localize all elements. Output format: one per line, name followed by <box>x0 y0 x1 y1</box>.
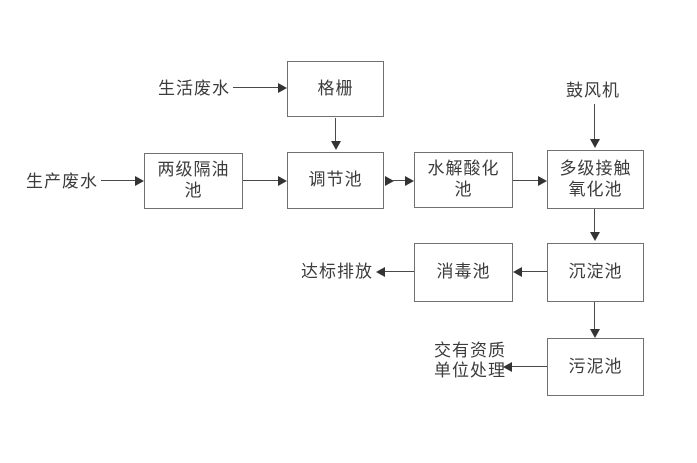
arrowhead-right-icon <box>135 176 144 186</box>
arrow-blower-to-oxidation <box>590 104 600 148</box>
node-grille: 格栅 <box>287 61 384 117</box>
arrowhead-right-icon <box>538 176 547 186</box>
node-sedimentation-tank: 沉淀池 <box>547 243 644 302</box>
node-contact-oxidation-tank: 多级接触氧化池 <box>547 150 644 209</box>
label-standard-discharge: 达标排放 <box>301 262 373 282</box>
arrowhead-down-icon <box>590 232 600 241</box>
arrowhead-right-icon <box>278 176 287 186</box>
arrow-grille-to-regulating <box>331 118 341 150</box>
arrowhead-left-icon <box>513 267 522 277</box>
arrow-domestic-to-grille <box>233 83 287 93</box>
arrowhead-right-icon <box>278 83 287 93</box>
arrow-sedimentation-to-disinfection <box>513 267 547 277</box>
label-qualified-unit-line2: 单位处理 <box>434 361 506 381</box>
arrow-oxidation-to-sedimentation <box>590 209 600 241</box>
arrowhead-down-icon <box>331 141 341 150</box>
arrow-sedimentation-to-sludge <box>590 302 600 338</box>
arrowhead-right-icon <box>405 176 414 186</box>
arrow-hydrolysis-to-oxidation <box>513 176 547 186</box>
arrowhead-down-icon <box>590 329 600 338</box>
arrowhead-left-icon <box>376 267 385 277</box>
node-sludge-tank: 污泥池 <box>547 338 644 396</box>
label-domestic-wastewater: 生活废水 <box>158 79 230 99</box>
arrow-oil-separator-to-regulating <box>243 176 287 186</box>
arrow-production-to-oil-separator <box>101 176 144 186</box>
node-oil-separator: 两级隔油池 <box>144 153 243 209</box>
label-qualified-unit-disposal: 交有资质 单位处理 <box>434 341 514 381</box>
arrow-sludge-to-qualified-unit <box>503 362 547 372</box>
arrowhead-left-icon <box>503 362 512 372</box>
arrowhead-right-icon <box>385 176 394 186</box>
arrow-regulating-to-hydrolysis <box>385 176 414 186</box>
label-blower: 鼓风机 <box>566 81 620 101</box>
node-hydrolysis-acidification-tank: 水解酸化池 <box>414 152 513 208</box>
label-qualified-unit-line1: 交有资质 <box>434 341 506 361</box>
arrow-disinfection-to-discharge <box>376 267 414 277</box>
arrowhead-down-icon <box>590 139 600 148</box>
label-production-wastewater: 生产废水 <box>26 172 98 192</box>
node-disinfection-tank: 消毒池 <box>414 243 513 302</box>
node-regulating-tank: 调节池 <box>287 152 384 209</box>
